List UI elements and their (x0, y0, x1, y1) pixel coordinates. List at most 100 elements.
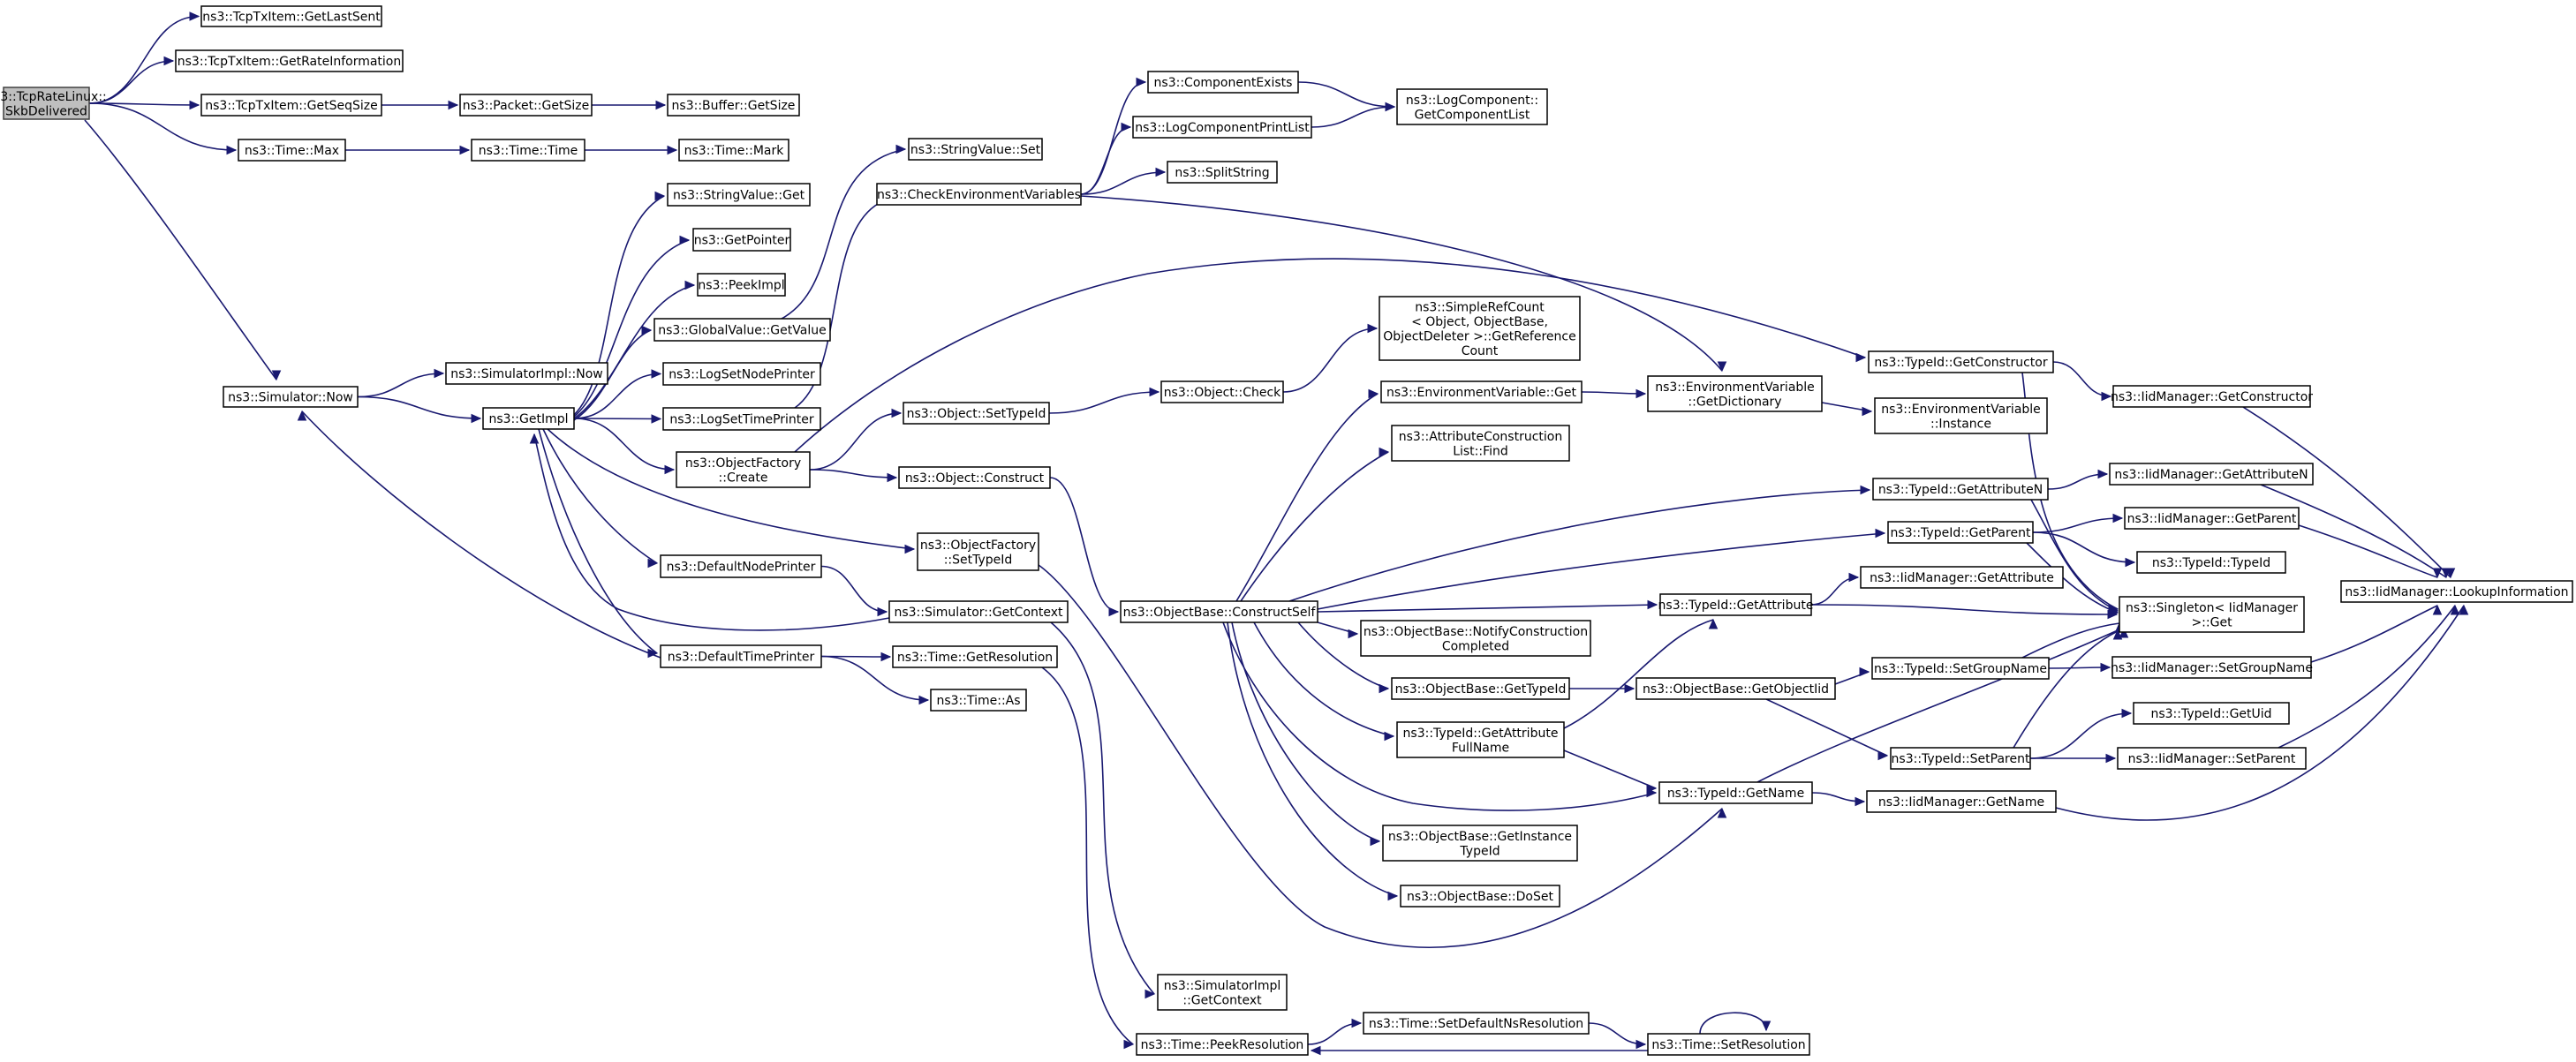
node-splitstring[interactable]: ns3::SplitString (1167, 161, 1278, 184)
node-label: ns3::LogSetNodePrinter (669, 368, 815, 382)
node-iidgetparent[interactable]: ns3::IidManager::GetParent (2124, 507, 2300, 530)
node-iidgetconstructor[interactable]: ns3::IidManager::GetConstructor (2111, 385, 2313, 408)
edge-line (794, 258, 1866, 453)
node-timetime[interactable]: ns3::Time::Time (471, 139, 585, 162)
edge-envvargetdict-to-envvarinstance (1821, 402, 1873, 417)
node-box (2124, 507, 2300, 530)
node-simplerefcount[interactable]: ns3::SimpleRefCount< Object, ObjectBase,… (1379, 296, 1581, 361)
node-setres[interactable]: ns3::Time::SetResolution (1647, 1033, 1810, 1056)
node-setdefaultnsres[interactable]: ns3::Time::SetDefaultNsResolution (1363, 1012, 1590, 1035)
node-timeas[interactable]: ns3::Time::As (930, 689, 1027, 712)
node-box (892, 645, 1058, 668)
node-objfactorycreate[interactable]: ns3::ObjectFactory::Create (676, 451, 811, 488)
node-objcheck[interactable]: ns3::Object::Check (1160, 380, 1284, 403)
arrowhead-icon (2121, 708, 2133, 719)
node-packetgetsize[interactable]: ns3::Packet::GetSize (459, 94, 593, 117)
node-logsettimeprinter[interactable]: ns3::LogSetTimePrinter (662, 407, 821, 431)
node-getrateinfo[interactable]: ns3::TcpTxItem::GetRateInformation (175, 49, 404, 72)
node-label: ns3::Object::Construct (905, 471, 1045, 486)
node-iidgetname[interactable]: ns3::IidManager::GetName (1866, 790, 2057, 813)
node-typeidgetname[interactable]: ns3::TypeId::GetName (1658, 781, 1813, 804)
node-iidgetattrn[interactable]: ns3::IidManager::GetAttributeN (2109, 463, 2314, 486)
node-getlastsent[interactable]: ns3::TcpTxItem::GetLastSent (200, 5, 382, 27)
node-label: ns3::LogComponent:: (1406, 94, 1538, 108)
node-notifyconstruction[interactable]: ns3::ObjectBase::NotifyConstructionCompl… (1360, 620, 1591, 657)
edge-getimpl-to-objfactorycreate (573, 418, 676, 475)
edge-getimpl-to-getpointer (573, 235, 691, 418)
node-label: ns3::IidManager::SetParent (2128, 752, 2296, 766)
node-stringvalueset[interactable]: ns3::StringValue::Set (908, 138, 1043, 161)
arrowhead-icon (1121, 122, 1132, 132)
node-simimplgetcontext[interactable]: ns3::SimulatorImpl::GetContext (1157, 974, 1288, 1011)
node-box (459, 94, 593, 117)
node-label: ns3::Buffer::GetSize (672, 99, 796, 113)
node-timemark[interactable]: ns3::Time::Mark (678, 139, 789, 162)
node-label: ns3::TypeId::GetAttribute (1658, 599, 1814, 613)
node-globalvalueget[interactable]: ns3::GlobalValue::GetValue (653, 318, 831, 342)
node-defaulttimeprinter[interactable]: ns3::DefaultTimePrinter (660, 644, 822, 668)
node-objbasegettypeid[interactable]: ns3::ObjectBase::GetTypeId (1391, 677, 1570, 700)
node-typeidgetattrn[interactable]: ns3::TypeId::GetAttributeN (1872, 478, 2049, 501)
node-typeidgetparent[interactable]: ns3::TypeId::GetParent (1887, 521, 2034, 544)
node-typeidsetgroupname[interactable]: ns3::TypeId::SetGroupName (1871, 657, 2050, 680)
node-simgetcontext[interactable]: ns3::Simulator::GetContext (888, 600, 1069, 623)
node-constructself[interactable]: ns3::ObjectBase::ConstructSelf (1120, 600, 1318, 623)
node-iidsetgroupname[interactable]: ns3::IidManager::SetGroupName (2111, 656, 2313, 679)
node-label: ns3::SplitString (1175, 166, 1269, 180)
node-objfactorysettypeid[interactable]: ns3::ObjectFactory::SetTypeId (917, 532, 1039, 571)
node-root[interactable]: ns3::TcpRateLinux::SkbDelivered (0, 87, 107, 120)
node-envvarinstance[interactable]: ns3::EnvironmentVariable::Instance (1874, 397, 2048, 434)
node-simnow[interactable]: ns3::Simulator::Now (223, 386, 359, 408)
node-label: ns3::Simulator::Now (228, 391, 353, 405)
node-logcompgetlist[interactable]: ns3::LogComponent::GetComponentList (1396, 88, 1548, 125)
node-label: ns3::TypeId::GetAttributeN (1878, 483, 2043, 497)
node-simimplnow[interactable]: ns3::SimulatorImpl::Now (445, 362, 608, 385)
node-objconstruct[interactable]: ns3::Object::Construct (898, 466, 1051, 489)
edge-objfactorysettypeid-to-typeidgetname (1038, 564, 1727, 949)
node-checkenv[interactable]: ns3::CheckEnvironmentVariables (876, 183, 1082, 206)
node-typeidtypeid[interactable]: ns3::TypeId::TypeId (2136, 551, 2286, 574)
node-getobjectiid[interactable]: ns3::ObjectBase::GetObjectIid (1635, 677, 1836, 700)
edge-typeidgetattr-to-singletonget (1810, 604, 2119, 620)
node-label: ns3::IidManager::LookupInformation (2345, 585, 2568, 599)
node-envvarget[interactable]: ns3::EnvironmentVariable::Get (1380, 380, 1583, 403)
node-iidsetparent[interactable]: ns3::IidManager::SetParent (2117, 747, 2307, 770)
node-timegetres[interactable]: ns3::Time::GetResolution (892, 645, 1058, 668)
node-box (200, 94, 382, 117)
node-typeidgetattr[interactable]: ns3::TypeId::GetAttribute (1658, 593, 1814, 616)
node-label: ns3::DefaultTimePrinter (668, 651, 815, 665)
node-stringvalueget[interactable]: ns3::StringValue::Get (667, 183, 811, 207)
node-getseqsize[interactable]: ns3::TcpTxItem::GetSeqSize (200, 94, 382, 117)
node-doset[interactable]: ns3::ObjectBase::DoSet (1400, 885, 1560, 908)
arrowhead-icon (1379, 447, 1390, 457)
edge-line (1756, 629, 2119, 783)
node-peekimpl[interactable]: ns3::PeekImpl (697, 273, 786, 297)
node-envvargetdict[interactable]: ns3::EnvironmentVariable::GetDictionary (1647, 375, 1823, 412)
node-getimpl[interactable]: ns3::GetImpl (482, 407, 575, 430)
node-typeidgetuid[interactable]: ns3::TypeId::GetUid (2133, 702, 2290, 725)
node-lookupinfo[interactable]: ns3::IidManager::LookupInformation (2340, 580, 2573, 603)
node-defaultnodeprinter[interactable]: ns3::DefaultNodePrinter (660, 554, 822, 578)
node-peekres[interactable]: ns3::Time::PeekResolution (1136, 1033, 1309, 1056)
node-compexists[interactable]: ns3::ComponentExists (1147, 71, 1299, 94)
node-label: ns3::GetPointer (694, 234, 790, 248)
node-singletonget[interactable]: ns3::Singleton< IidManager>::Get (2119, 596, 2305, 633)
node-logcompprintlist[interactable]: ns3::LogComponentPrintList (1132, 116, 1312, 139)
node-label: ns3::TcpRateLinux:: (0, 90, 107, 104)
arrowhead-icon (1387, 891, 1399, 901)
node-timemax[interactable]: ns3::Time::Max (238, 139, 346, 162)
edge-line (2260, 484, 2447, 578)
node-iidgetattr[interactable]: ns3::IidManager::GetAttribute (1860, 566, 2064, 589)
node-logsetnodeprinter[interactable]: ns3::LogSetNodePrinter (662, 362, 821, 386)
edge-envvarget-to-envvargetdict (1581, 388, 1647, 399)
node-getpointer[interactable]: ns3::GetPointer (692, 228, 791, 252)
node-typeidsetparent[interactable]: ns3::TypeId::SetParent (1890, 747, 2031, 770)
node-buffergetsize[interactable]: ns3::Buffer::GetSize (667, 94, 800, 117)
node-objsettypeid[interactable]: ns3::Object::SetTypeId (903, 402, 1050, 425)
node-typeidgetconstructor[interactable]: ns3::TypeId::GetConstructor (1868, 350, 2054, 373)
edge-typeidsetgroupname-to-singletonget (2021, 621, 2125, 659)
edge-getimpl-to-defaultnodeprinter (542, 428, 659, 569)
